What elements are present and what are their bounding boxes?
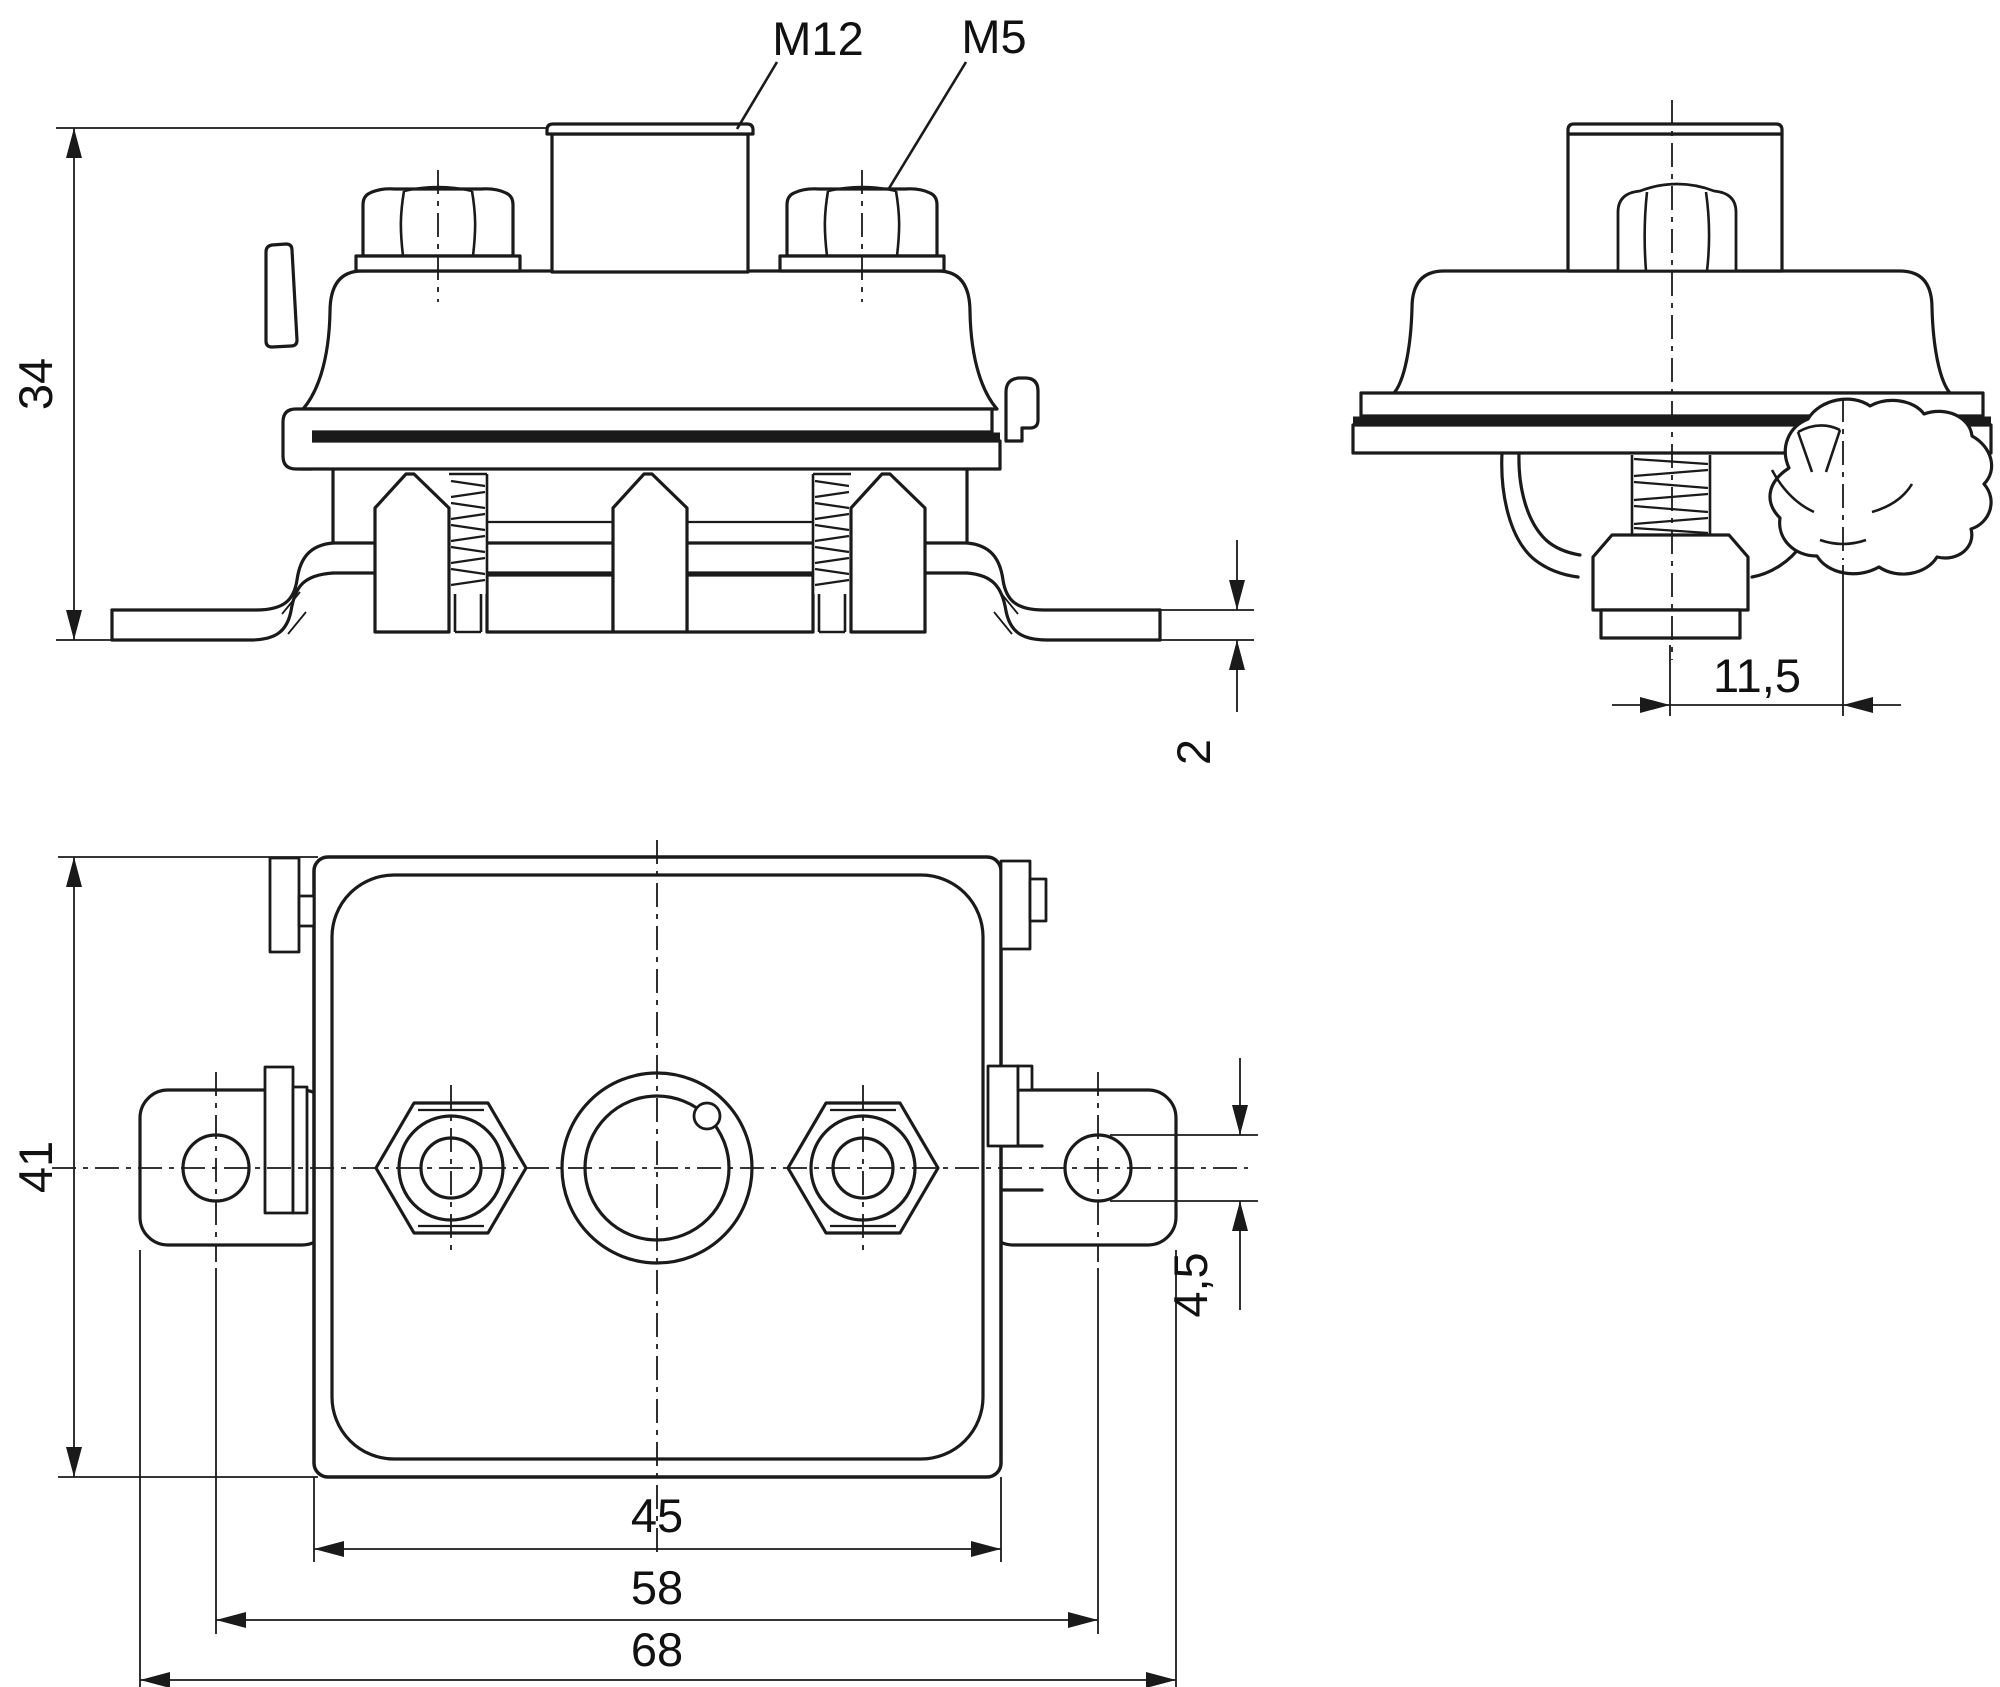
leader-m5	[886, 61, 968, 191]
bottom-block	[1591, 533, 1750, 612]
dim-body-width: 45	[313, 1477, 1002, 1562]
front-view: M12 M5 34 2	[9, 10, 1254, 765]
wire-clamp	[1768, 397, 1994, 576]
pocket-wall	[1500, 451, 1580, 579]
flange-lower	[298, 439, 1002, 471]
housing-block	[685, 573, 815, 634]
svg-text:2: 2	[1167, 739, 1220, 765]
dim-bracket-thickness: 2	[1160, 540, 1254, 765]
svg-text:58: 58	[631, 1561, 683, 1614]
dim-front-height: 34	[9, 128, 114, 641]
svg-text:45: 45	[631, 1489, 683, 1542]
flange-left-curl	[281, 407, 312, 471]
side-hex-nut	[1616, 182, 1738, 273]
snap-post	[611, 472, 689, 634]
label-m12: M12	[772, 12, 863, 65]
dim-hole-spacing: 58	[215, 1268, 1099, 1634]
left-threaded-stud	[449, 472, 489, 634]
bottom-view: 41 45 58 68	[9, 840, 1258, 1687]
leader-m12	[735, 61, 779, 130]
m12-stud	[550, 132, 750, 274]
spring	[1630, 455, 1712, 535]
svg-text:11,5: 11,5	[1713, 649, 1801, 702]
clip-top-left	[268, 856, 301, 954]
label-m5: M5	[961, 10, 1026, 63]
snap-post	[373, 472, 451, 634]
dim-overall-width: 68	[139, 1250, 1177, 1687]
left-spring-clip	[264, 242, 299, 349]
clamp-detail	[1770, 424, 1914, 546]
right-spring-clip	[1004, 376, 1040, 443]
m12-stud-cap	[545, 122, 755, 136]
dim-side-offset: 11,5	[1612, 565, 1901, 716]
side-view: 11,5	[1351, 100, 1994, 716]
dim-hole-diameter: 4,5	[1110, 1058, 1258, 1318]
dome-cover	[301, 269, 999, 411]
clip-mid-left	[263, 1065, 295, 1215]
svg-text:41: 41	[9, 1141, 62, 1193]
svg-text:68: 68	[631, 1623, 683, 1676]
bracket-left-foot	[110, 541, 335, 612]
svg-text:4,5: 4,5	[1164, 1252, 1217, 1317]
right-hex-nut-plan	[786, 1101, 940, 1235]
bottom-block-base	[1599, 608, 1742, 640]
snap-post	[849, 472, 927, 634]
dim-body-height: 41	[9, 856, 318, 1478]
svg-text:34: 34	[9, 358, 62, 410]
right-threaded-stud	[811, 472, 851, 634]
clip-top-right	[999, 859, 1032, 951]
housing-block	[485, 573, 615, 634]
flange-upper	[306, 407, 994, 434]
bracket-right-foot	[965, 541, 1162, 612]
vent-hole	[692, 1101, 722, 1131]
clip-mid-right	[986, 1064, 1020, 1148]
